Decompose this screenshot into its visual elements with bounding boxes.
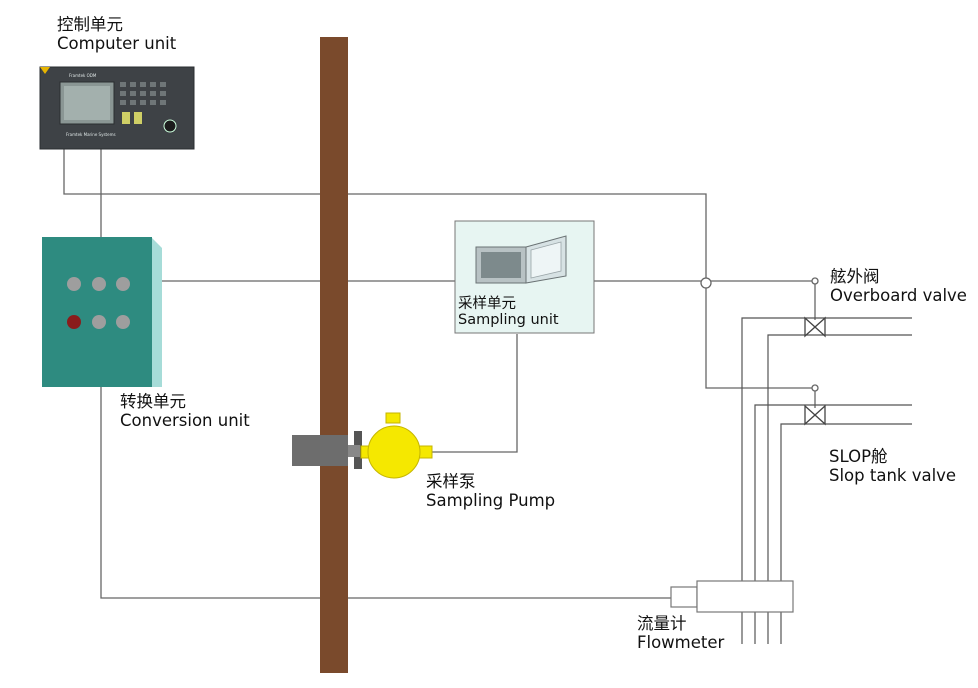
flowmeter-sensor — [670, 586, 698, 608]
label-sampling-pump-en: Sampling Pump — [426, 491, 556, 510]
label-conversion-unit-cn: 转换单元 — [120, 392, 186, 411]
pipe-slop-lower — [780, 423, 912, 644]
alarm-lamp — [67, 315, 81, 329]
piping — [741, 317, 912, 644]
label-overboard-valve-en: Overboard valve — [830, 286, 967, 305]
label-sampling-pump-cn: 采样泵 — [426, 472, 476, 491]
wire-sampling-to-pump — [430, 334, 518, 453]
label-sampling-unit-cn: 采样单元 — [458, 296, 516, 312]
pipe-overboard-upper — [741, 317, 912, 584]
label-computer-unit-en: Computer unit — [57, 34, 177, 53]
device-title: Framtek ODM — [69, 73, 97, 78]
label-conversion-unit-en: Conversion unit — [120, 411, 250, 430]
wire-junction — [700, 277, 712, 289]
label-slop-tank-valve: SLOP舱 Slop tank valve — [829, 447, 956, 485]
label-sampling-unit-en: Sampling unit — [458, 312, 559, 328]
signal-wiring — [63, 148, 812, 599]
valve-actuators — [811, 277, 819, 408]
label-flowmeter-cn: 流量计 — [637, 614, 687, 633]
computer-unit-device — [39, 66, 195, 150]
label-overboard-valve-cn: 舷外阀 — [830, 267, 880, 286]
label-computer-unit-cn: 控制单元 — [57, 15, 123, 34]
label-sampling-pump: 采样泵 Sampling Pump — [426, 472, 555, 510]
label-conversion-unit: 转换单元 Conversion unit — [120, 392, 250, 430]
sampling-unit-box — [454, 220, 595, 334]
label-slop-tank-valve-en: Slop tank valve — [829, 466, 957, 485]
pump-motor — [292, 435, 348, 466]
wire-computer-to-main — [63, 148, 707, 280]
wire-conversion-to-flowmeter — [100, 387, 671, 599]
label-flowmeter: 流量计 Flowmeter — [637, 614, 724, 652]
overboard-valve-symbol — [804, 316, 826, 338]
label-overboard-valve: 舷外阀 Overboard valve — [830, 267, 967, 305]
label-flowmeter-en: Flowmeter — [637, 633, 725, 652]
sampling-pump-symbol — [360, 412, 433, 479]
flowmeter-symbol — [670, 580, 794, 613]
slop-valve-symbol — [804, 404, 826, 426]
pipe-slop-upper — [754, 404, 912, 584]
device-footer: Framtek Marine Systems — [66, 132, 116, 137]
pump-shaft — [348, 445, 360, 457]
label-slop-tank-valve-cn: SLOP舱 — [829, 447, 888, 466]
flowmeter-body — [696, 580, 794, 613]
ship-bulkhead — [320, 37, 348, 673]
label-computer-unit: 控制单元 Computer unit — [57, 15, 176, 53]
conversion-unit-cabinet — [42, 237, 162, 387]
label-sampling-unit: 采样单元 Sampling unit — [458, 296, 559, 328]
pipe-overboard-lower — [767, 334, 912, 644]
wire-junction-to-slop — [705, 287, 812, 389]
